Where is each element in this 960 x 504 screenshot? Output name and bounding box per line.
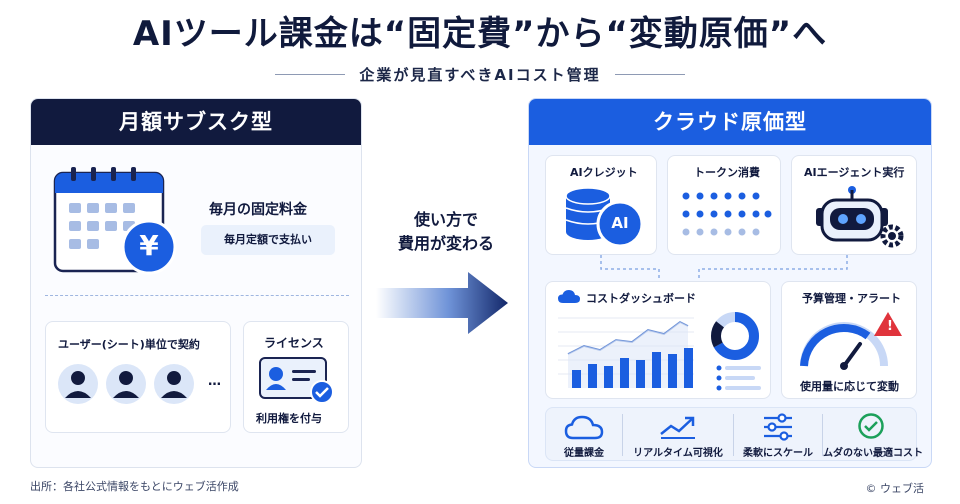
left-divider	[45, 295, 349, 296]
ai-badge: AI	[611, 214, 629, 232]
subscription-panel: 月額サブスク型 ¥ 毎月の固定料金 毎月定額で支払い ユーザー(シート)単位で契…	[30, 98, 362, 468]
budget-title: 予算管理・アラート	[802, 292, 901, 305]
token-dots-icon	[682, 192, 772, 236]
feature-divider-2	[733, 414, 734, 456]
cloud-cost-panel-header: クラウド原価型	[529, 99, 931, 145]
seat-more: …	[208, 374, 221, 389]
feature-realtime: リアルタイム可視化	[623, 408, 733, 462]
feature-optimized: ムダのない最適コスト	[823, 408, 923, 462]
license-card-icon	[259, 357, 334, 404]
subtitle-rule-left	[275, 74, 346, 75]
sliders-icon	[764, 413, 792, 441]
arrow-caption-line1: 使い方で	[413, 210, 478, 229]
subtitle-row: 企業が見直すべきAIコスト管理	[0, 64, 960, 85]
alert-icon: !	[887, 319, 893, 334]
fixed-fee-label: 毎月の固定料金	[209, 202, 307, 218]
cost-dashboard-card: コストダッシュボード	[545, 281, 771, 399]
feature-divider-3	[822, 414, 823, 456]
cloud-cost-panel: クラウド原価型 AIクレジット AI トークン消費 AIエージェント実行	[528, 98, 932, 468]
budget-label: 使用量に応じて変動	[800, 380, 899, 393]
seat-card: ユーザー(シート)単位で契約 …	[45, 321, 231, 433]
ai-credit-label: AIクレジット	[570, 166, 638, 179]
agent-exec-label: AIエージェント実行	[804, 166, 905, 179]
yen-icon: ¥	[139, 229, 159, 262]
arrow-caption-line2: 費用が変わる	[397, 234, 494, 253]
gauge-icon	[800, 312, 902, 370]
license-label: 利用権を付与	[256, 412, 322, 425]
token-usage-card: トークン消費	[667, 155, 781, 255]
source-note: 出所：各社公式情報をもとにウェブ活作成	[30, 480, 239, 493]
fixed-fee-badge: 毎月定額で支払い	[201, 225, 335, 255]
cloud-icon	[558, 290, 580, 303]
page-subtitle: 企業が見直すべきAIコスト管理	[359, 66, 601, 84]
feature-label-3: ムダのない最適コスト	[823, 448, 923, 459]
coin-stack-icon	[565, 187, 644, 248]
trend-up-icon	[660, 416, 695, 439]
page-title: AIツール課金は“固定費”から“変動原価”へ	[132, 14, 828, 54]
feature-strip: 従量課金 リアルタイム可視化 柔軟にスケール	[545, 407, 923, 462]
connector-lines	[600, 255, 848, 283]
robot-icon	[816, 186, 904, 248]
users-icon	[58, 364, 194, 404]
feature-label-1: リアルタイム可視化	[633, 448, 723, 459]
copyright: © ウェブ活	[865, 482, 925, 495]
cloud-outline-icon	[564, 415, 604, 440]
subtitle-rule-right	[614, 74, 685, 75]
feature-scale: 柔軟にスケール	[734, 408, 822, 462]
agent-exec-card: AIエージェント実行	[791, 155, 917, 255]
cost-dashboard-title: コストダッシュボード	[586, 292, 696, 305]
seat-label: ユーザー(シート)単位で契約	[58, 338, 200, 351]
subscription-panel-header: 月額サブスク型	[31, 99, 361, 145]
ai-credit-card: AIクレジット AI	[545, 155, 657, 255]
check-circle-icon	[858, 413, 884, 439]
feature-pay-per-use: 従量課金	[546, 408, 622, 462]
token-usage-label: トークン消費	[694, 166, 760, 179]
dashboard-chart-icon	[558, 312, 761, 391]
feature-label-0: 従量課金	[564, 448, 604, 459]
arrow-caption: 使い方で 費用が変わる	[372, 208, 520, 256]
feature-label-2: 柔軟にスケール	[743, 448, 813, 459]
big-arrow-icon	[376, 272, 508, 334]
license-card: ライセンス 利用権を付与	[243, 321, 349, 433]
budget-alert-card: 予算管理・アラート ! 使用量に応じて変動	[781, 281, 917, 399]
license-title: ライセンス	[264, 336, 324, 350]
feature-divider-1	[622, 414, 623, 456]
calendar-icon	[53, 167, 177, 275]
